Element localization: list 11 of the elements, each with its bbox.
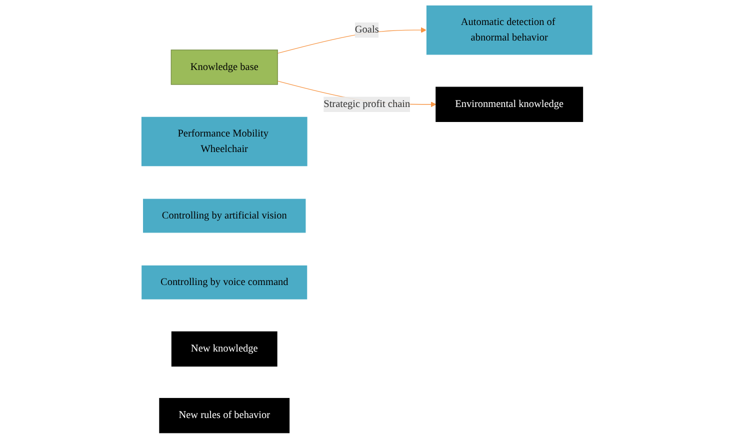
node-box: Performance Mobility Wheelchair xyxy=(140,116,308,167)
node-box: Environmental knowledge xyxy=(436,86,584,122)
node-box: New rules of behavior xyxy=(159,398,290,434)
node-box: Automatic detection of abnormal behavior xyxy=(426,4,594,56)
node-box: New knowledge xyxy=(172,331,278,367)
node-box: Controlling by voice command xyxy=(141,264,308,300)
arrow xyxy=(277,27,426,54)
node-box: Controlling by artificial vision xyxy=(142,198,306,234)
edge-label: Strategic profit chain xyxy=(324,98,410,110)
node-box: Knowledge base xyxy=(170,50,278,85)
edge-label: Goals xyxy=(355,24,379,36)
